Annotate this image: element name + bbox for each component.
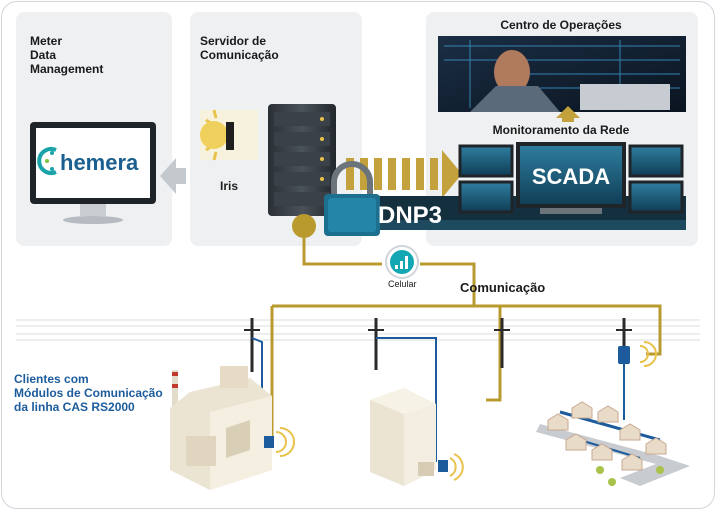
arrow-left-icon (160, 158, 186, 194)
pole-meter-signal-icon (639, 341, 657, 367)
server-icon (268, 104, 336, 216)
iris-logo-text: Iris (220, 179, 238, 193)
cellular-label: Celular (388, 279, 417, 289)
operations-center-label: Centro de Operações (500, 18, 622, 32)
mdm-label-line-3: Management (30, 62, 104, 76)
scada-label: SCADA (532, 164, 610, 189)
chemera-logo-text: hemera (60, 150, 139, 175)
server-label-line-2: Comunicação (200, 48, 279, 62)
factory-icon (170, 366, 272, 490)
utility-poles (244, 318, 632, 372)
iris-logo-icon (200, 109, 258, 161)
server-label-line-1: Servidor de (200, 34, 267, 48)
signal-icon (385, 245, 419, 279)
server-connector-icon (292, 214, 316, 238)
building-icon (370, 388, 436, 486)
dnp3-label: DNP3 (378, 202, 442, 229)
server-label: Servidor de Comunicação (200, 34, 279, 62)
mdm-label: Meter Data Management (30, 34, 103, 76)
clients-label: Clientes com Módulos de Comunicação da l… (14, 372, 163, 414)
building-meter-icon (438, 453, 464, 481)
lock-icon (324, 161, 380, 236)
clients-label-line-2: Módulos de Comunicação (14, 386, 163, 400)
power-lines (16, 319, 700, 341)
mdm-label-line-2: Data (30, 48, 57, 62)
network-monitoring-label: Monitoramento da Rede (492, 123, 630, 137)
mdm-label-line-1: Meter (30, 34, 63, 48)
meter-module-icon (618, 346, 630, 364)
chemera-logo-icon (37, 147, 57, 175)
factory-meter-icon (264, 427, 295, 457)
houses-icon (547, 401, 667, 471)
clients-label-line-3: da linha CAS RS2000 (14, 400, 135, 414)
scada-screens (458, 142, 684, 214)
operations-photo (438, 36, 686, 112)
arrow-up-icon (556, 106, 580, 122)
trees-icon (596, 466, 664, 486)
clients-label-line-1: Clientes com (14, 372, 89, 386)
monitor-icon (30, 122, 156, 224)
communication-label: Comunicação (460, 280, 546, 295)
dnp3-arrow-icon (346, 150, 462, 198)
